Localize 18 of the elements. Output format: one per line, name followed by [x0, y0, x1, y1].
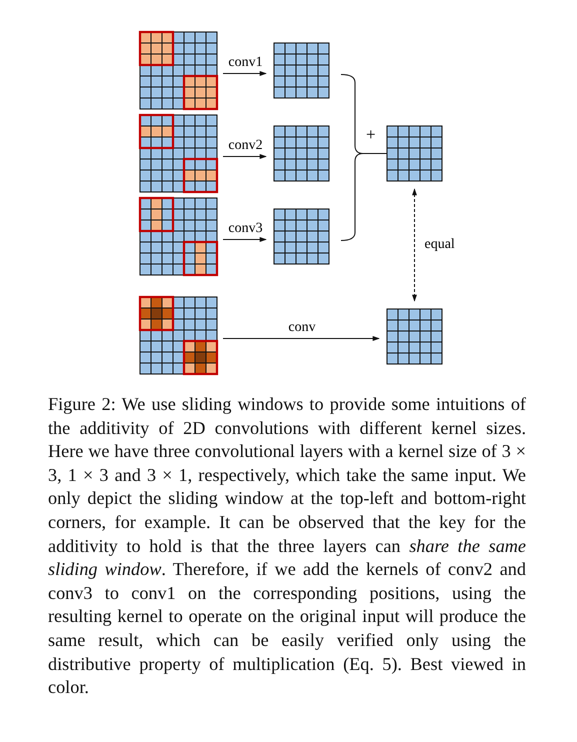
output-grid	[274, 42, 330, 98]
output-grid	[386, 308, 442, 364]
brace-line	[340, 153, 388, 241]
arrow	[412, 188, 417, 302]
output-grid	[386, 126, 442, 182]
input-grid	[138, 296, 218, 376]
arrow	[222, 154, 267, 159]
input-grid	[138, 114, 218, 194]
arrow	[222, 237, 267, 242]
edge-label: equal	[424, 237, 456, 253]
output-grid	[274, 208, 330, 264]
plus-sign: +	[365, 127, 377, 143]
output-grid	[274, 126, 330, 182]
input-grid	[138, 196, 218, 276]
input-grid	[138, 30, 218, 110]
arrow	[222, 71, 267, 76]
figure-caption: Figure 2: We use sliding windows to provide some intuitions of the additivity of 2D convolutions with different kernel sizes. Here we have three convolutional layers with a kernel size of 3 × 3, 1 × 3 and 3 × 1, respectively, which take the same input. We only depict the sliding window at the top-left and bottom-right corners, for example. It can be observed that the key for the additivity to hold is that the three layers can share the same sliding window. Therefore, if we add the kernels of conv2 and conv3 to conv1 on the corresponding positions, using the resulting kernel to operate on the original input will produce the same result, which can be easily verified only using the distributive property of multiplication (Eq. 5). Best viewed in color.	[48, 393, 526, 700]
arrow	[222, 336, 380, 341]
